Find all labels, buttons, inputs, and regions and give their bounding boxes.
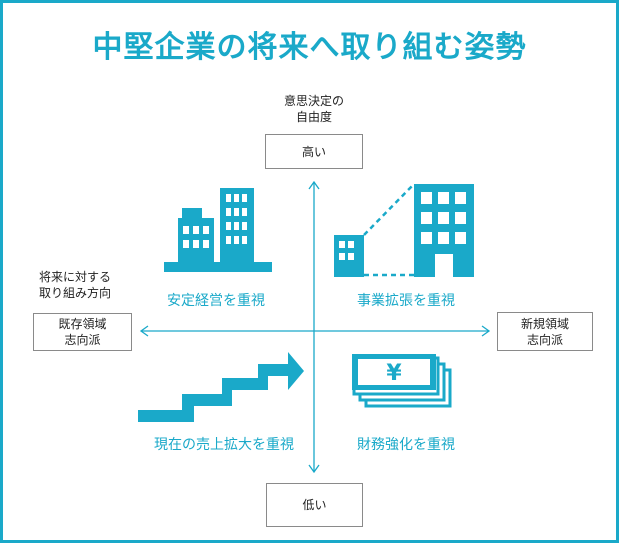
vertical-axis-low-box: 低い	[266, 483, 363, 527]
horizontal-axis-label: 将来に対する 取り組み方向	[38, 270, 111, 300]
horizontal-axis-arrow-right	[481, 325, 491, 337]
horizontal-axis-right-box: 新規領域 志向派	[497, 312, 593, 351]
yen-banknotes-icon: ¥	[352, 354, 452, 408]
vertical-axis-label: 意思決定の 自由度	[283, 94, 344, 124]
buildings-icon	[164, 188, 272, 272]
vertical-axis-arrow-top	[308, 180, 320, 190]
quadrant-top-left-label: 安定経営を重視	[167, 293, 265, 309]
vertical-axis-arrow-bottom	[308, 464, 320, 474]
horizontal-axis-arrow-left	[139, 325, 149, 337]
vertical-axis-high-box: 高い	[265, 134, 363, 169]
stairs-arrow-icon	[138, 352, 304, 422]
quadrant-bottom-left-label: 現在の売上拡大を重視	[154, 437, 294, 453]
quadrant-bottom-right-label: 財務強化を重視	[357, 437, 455, 453]
page-title: 中堅企業の将来へ取り組む姿勢	[92, 30, 527, 65]
yen-symbol: ¥	[386, 361, 402, 386]
building-expansion-icon	[334, 183, 474, 277]
horizontal-axis-left-box: 既存領域 志向派	[33, 313, 132, 351]
quadrant-top-right-label: 事業拡張を重視	[357, 293, 455, 309]
